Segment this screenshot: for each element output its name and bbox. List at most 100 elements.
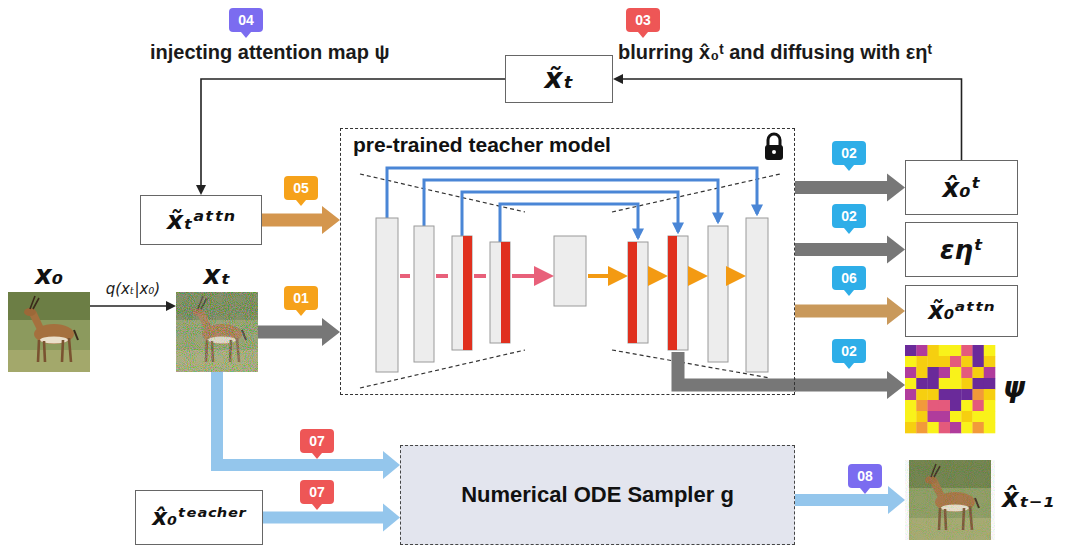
connector [613,74,962,160]
unet-layer [452,236,472,350]
clean-image [8,292,90,372]
heatmap-cell [928,411,940,422]
heatmap-cell [916,389,928,400]
heatmap-cell [984,422,996,433]
heatmap-cell [928,367,940,378]
arrow-head [887,371,905,399]
heatmap-cell [928,422,940,433]
arrow-head [322,318,340,346]
unet-layer [490,242,510,343]
heatmap-cell [928,356,940,367]
heatmap-cell [984,378,996,389]
heatmap-cell [939,400,951,411]
heatmap-cell [950,411,962,422]
heatmap-cell [928,378,940,389]
flow-arrow [400,274,550,278]
attention-layer [463,236,472,350]
noisy-image [176,292,258,372]
image-node: x₀ [8,292,90,372]
math-symbol: xₜ [176,259,258,291]
noise-overlay [176,292,258,372]
unet-layer [376,218,398,372]
connector-line [795,305,888,318]
connector [795,236,905,264]
connector-line [258,326,323,339]
heatmap-cell [939,367,951,378]
connector-line [795,494,889,506]
callout-number: 02 [832,204,866,228]
connector [795,174,905,202]
sampler-title: Numerical ODE Sampler g [461,482,734,508]
heatmap-cell [905,356,917,367]
unet-layer [746,218,768,372]
heatmap-cell [984,367,996,378]
callout-number: 05 [284,176,318,200]
heatmap-cell [905,422,917,433]
heatmap-cell [939,422,951,433]
math-symbol: x̃ₜᵃᵗᵗⁿ [167,205,235,236]
heatmap-cell [916,422,928,433]
callout-number: 07 [300,480,334,504]
output-box: εηᵗ [905,222,1018,277]
heatmap-cell [905,367,917,378]
unet-figure [360,168,796,388]
arrow-head [887,297,905,325]
connector [90,301,176,311]
callout-number: 02 [832,141,866,165]
math-symbol: εηᵗ [940,234,983,266]
math-symbol: x̂₀ᵗᵉᵃᶜʰᵉʳ [152,503,246,532]
image-node: xₜ [176,292,258,372]
heatmap-cell [905,411,917,422]
math-symbol: x̃₀ᵃᵗᵗⁿ [928,296,995,326]
heatmap-cell [928,389,940,400]
heatmap-cell [950,345,962,356]
connector-line [262,214,323,227]
lock-shackle [768,134,780,146]
attention-layer [501,242,510,343]
heatmap-cell [939,389,951,400]
arrow-head [383,504,400,532]
model-title: pre-trained teacher model [341,129,623,161]
connector-line [90,305,167,307]
process-label: q(xₜ|x₀) [90,280,176,298]
flow-arrow [730,274,742,278]
flow-arrow [588,274,624,278]
heatmap-cell [928,400,940,411]
state-box: x̃ₜ [505,55,613,103]
heatmap-cell [973,378,985,389]
model-frame: pre-trained teacher model [340,128,795,395]
connector-line [795,243,888,256]
heatmap-cell [984,389,996,400]
skip-connection [462,192,678,236]
state-box: x̃ₜᵃᵗᵗⁿ [140,195,262,245]
heatmap-cell [984,411,996,422]
heatmap-cell [939,345,951,356]
heatmap-cell [984,345,996,356]
heatmap-cell [950,422,962,433]
input-box: x̂₀ᵗᵉᵃᶜʰᵉʳ [135,490,263,545]
step-label: injecting attention map ψ [150,40,390,64]
heatmap-cell [905,378,917,389]
math-symbol: x₀ [8,259,90,291]
connector [262,206,340,234]
heatmap-node: ψ [905,345,995,433]
unet-layer [708,226,728,362]
heatmap-cell [973,367,985,378]
callout-number: 06 [832,266,866,290]
heatmap-cell [939,378,951,389]
heatmap-cell [939,356,951,367]
heatmap-cell [928,345,940,356]
callout-number: 08 [848,464,882,488]
attention-layer [628,242,637,343]
arrow-head [613,74,623,84]
callout-number: 03 [626,8,660,32]
callout-number: 01 [284,286,318,310]
math-symbol: ψ [1003,371,1025,405]
connector-line [217,372,384,465]
heatmap-cell [961,367,973,378]
connector-line [263,512,384,524]
heatmap-cell [950,400,962,411]
output-box: x̃₀ᵃᵗᵗⁿ [905,285,1018,337]
arrow-head [888,486,905,514]
arrow-head [322,206,340,234]
